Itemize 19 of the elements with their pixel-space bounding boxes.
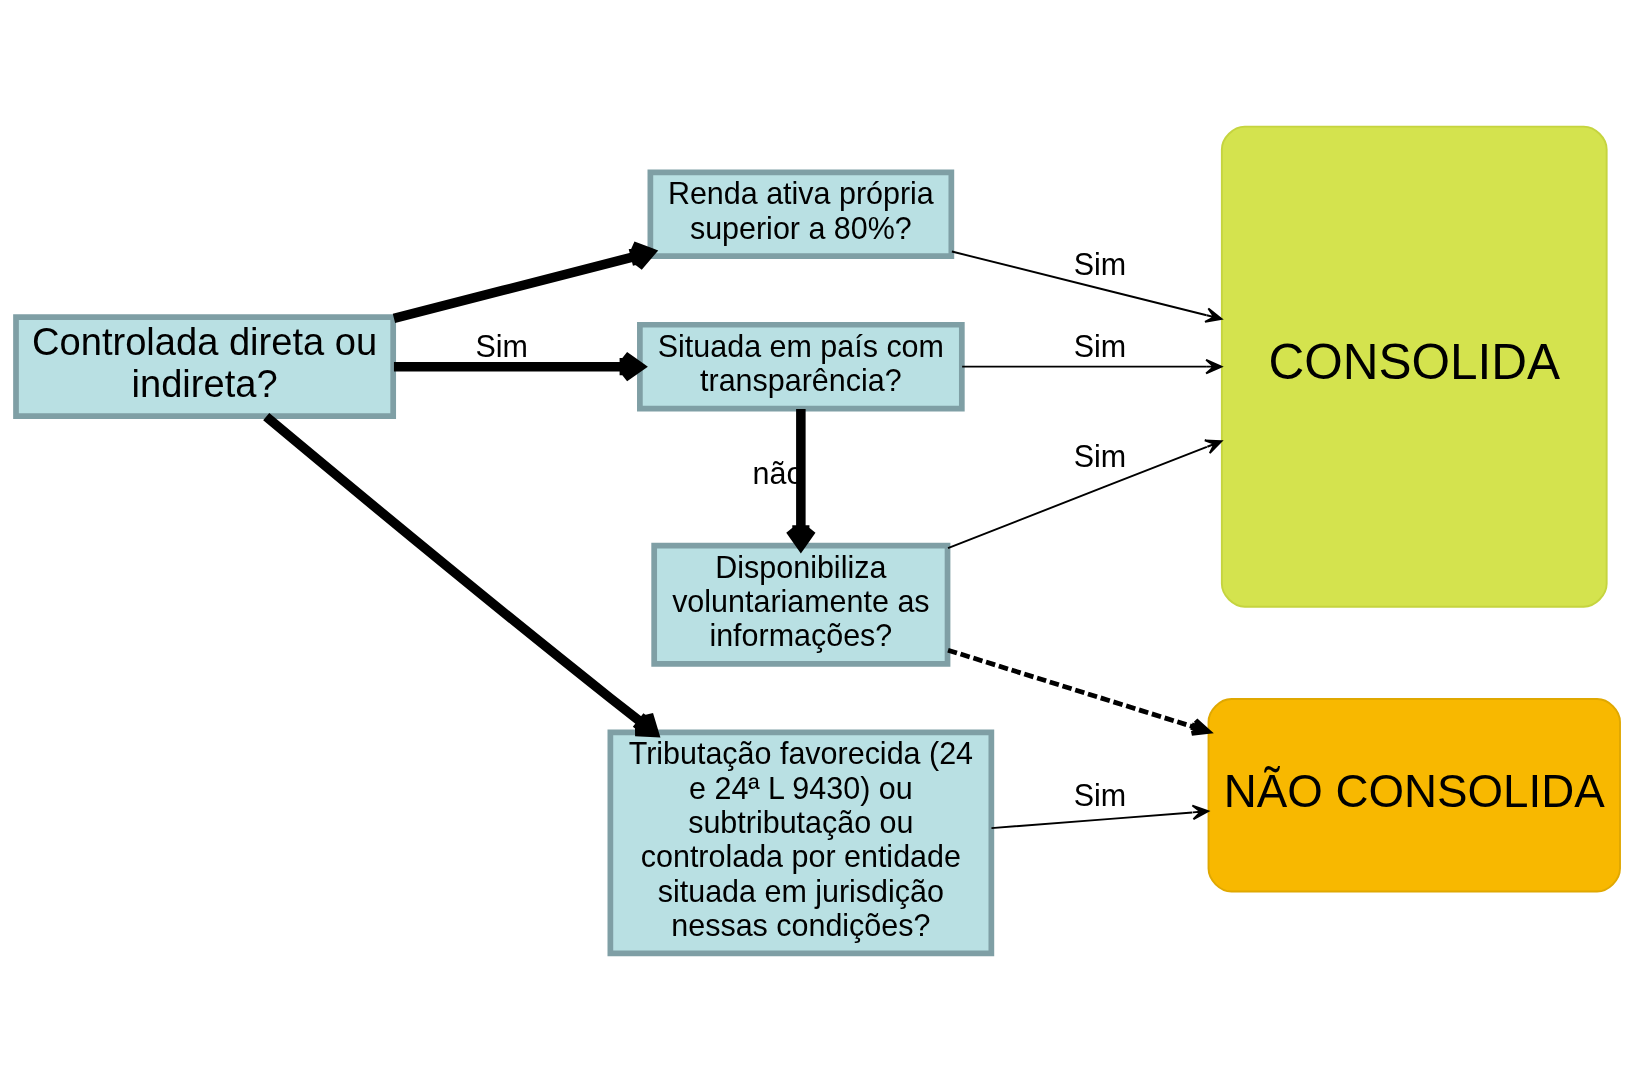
node-box: NÃO CONSOLIDA: [1207, 697, 1621, 892]
edge-label: Sim: [1073, 438, 1127, 473]
edge-label: Sim: [1073, 328, 1127, 363]
node-box: Disponibiliza voluntariamente as informações?: [651, 542, 951, 667]
edge-label: Sim: [1073, 777, 1127, 812]
edge-label: Sim: [1073, 246, 1127, 281]
node-box: Situada em país com transparência?: [637, 321, 965, 411]
edge-label: Sim: [475, 328, 529, 363]
arrow: [961, 358, 1223, 374]
arrow: [947, 438, 1223, 549]
node-box: Renda ativa própria superior a 80%?: [647, 169, 955, 259]
arrow: [947, 647, 1211, 736]
arrow: [990, 804, 1210, 829]
arrow: [393, 350, 645, 382]
arrow: [950, 250, 1223, 323]
node-box: Tributação favorecida (24 e 24ª L 9430) ou subtributação ou controlada por entidade situada em jurisdição nessas condições?: [607, 729, 995, 956]
node-box: CONSOLIDA: [1220, 125, 1608, 608]
arrow: [263, 412, 659, 737]
node-box: Controlada direta ou indireta?: [13, 313, 397, 419]
